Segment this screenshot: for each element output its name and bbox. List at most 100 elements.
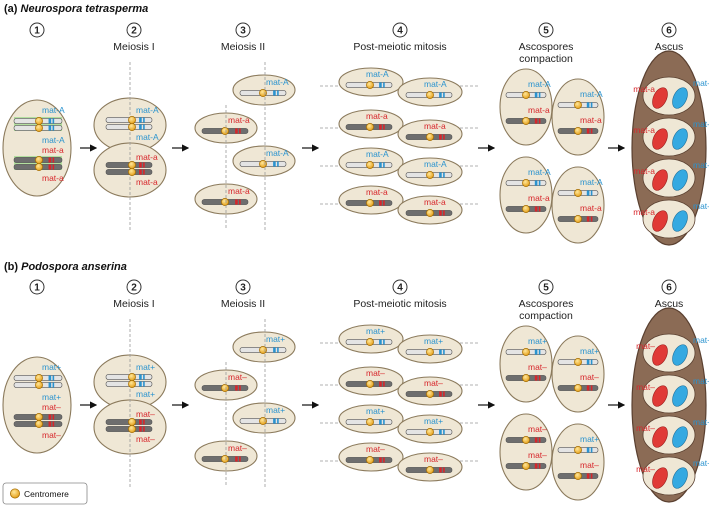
step-number-circle [29, 279, 45, 295]
mat-locus-band [277, 161, 279, 167]
chromosome [105, 373, 153, 381]
mating-type-label: mat– [366, 368, 385, 378]
red-spore [652, 210, 668, 232]
centromere [426, 348, 434, 356]
centromere [35, 117, 43, 125]
mating-type-label: mat+ [528, 336, 547, 346]
step-number-circle [661, 22, 677, 38]
mat-locus-band [139, 426, 142, 432]
mating-type-label: mat– [228, 443, 247, 453]
step-number: 6 [666, 26, 672, 37]
chromosome [239, 346, 287, 354]
mat-locus-band [379, 419, 382, 425]
centromere [522, 117, 530, 125]
mating-type-label: mat+ [136, 389, 155, 399]
mating-type-label: mat-a [580, 203, 602, 213]
mat-locus-band [235, 456, 238, 462]
centromere [259, 346, 267, 354]
mat-locus-band [48, 382, 52, 388]
mating-type-label: mat-a [528, 193, 550, 203]
centromere [574, 215, 582, 223]
centromere [366, 161, 374, 169]
step-1: 1 [29, 279, 45, 295]
step-number: 3 [240, 283, 246, 294]
centromere [35, 156, 43, 164]
step-number-circle [661, 279, 677, 295]
compaction-cell [499, 325, 553, 403]
stage-2: mat+mat+mat–mat– [93, 319, 167, 487]
mat-locus-band [143, 374, 145, 380]
centromere [366, 380, 374, 388]
centromere [259, 160, 267, 168]
mat-locus-band [443, 467, 445, 473]
mat-locus-band [586, 473, 590, 479]
mating-type-label: mat-A [528, 167, 551, 177]
blue-spore [672, 128, 688, 150]
mat-locus-band [439, 134, 442, 140]
centromere [426, 428, 434, 436]
mating-type-label: mat– [136, 409, 155, 419]
mating-type-label: mat-A [424, 159, 447, 169]
chromosome [505, 179, 547, 187]
chromosome [345, 380, 393, 388]
chromosome [557, 384, 599, 392]
mat-locus-band [143, 169, 145, 175]
mat-locus-band [48, 118, 52, 124]
mat-locus-band [139, 419, 142, 425]
step-label: Meiosis II [221, 298, 265, 310]
step-number: 1 [34, 283, 40, 294]
mat-locus-band [52, 414, 55, 420]
stage-3: mat+mat–mat+mat– [194, 319, 296, 487]
centromere [574, 358, 582, 366]
centromere [128, 418, 136, 426]
mat-locus-band [586, 359, 590, 365]
mat-locus-band [538, 180, 541, 186]
mating-type-label: mat– [580, 372, 599, 382]
chromosome [505, 348, 547, 356]
mat-locus-band [139, 117, 142, 123]
mat-locus-band [52, 157, 55, 163]
mat-locus-band [48, 164, 52, 170]
mat-locus-band [143, 162, 145, 168]
mating-type-label: mat+ [424, 336, 443, 346]
centromere [128, 116, 136, 124]
mating-type-label: mat+ [693, 458, 709, 468]
chromosome [345, 161, 393, 169]
step-label: Post-meiotic mitosis [353, 41, 446, 53]
mat-locus-band [439, 391, 442, 397]
mat-locus-band [439, 210, 442, 216]
centromere [522, 348, 530, 356]
step-number: 4 [397, 283, 403, 294]
mating-type-label: mat– [636, 464, 655, 474]
compaction-cell [551, 78, 605, 156]
red-spore [652, 128, 668, 150]
mat-locus-band [379, 124, 382, 130]
mating-type-label: mat+ [366, 326, 385, 336]
step-number: 5 [543, 283, 549, 294]
mat-locus-band [379, 457, 382, 463]
chromosome [13, 374, 63, 382]
mat-locus-band [586, 216, 590, 222]
mat-locus-band [439, 467, 442, 473]
stage-6: mat–mat+mat–mat+mat–mat+mat–mat+ [631, 307, 709, 503]
mating-type-label: mat-a [633, 166, 655, 176]
step-label: Meiosis II [221, 41, 265, 53]
centromere [574, 472, 582, 480]
mat-locus-band [235, 385, 238, 391]
mat-locus-band [586, 128, 590, 134]
step-label: Post-meiotic mitosis [353, 298, 446, 310]
red-spore [652, 169, 668, 191]
centromere [366, 338, 374, 346]
centromere [366, 456, 374, 464]
mat-locus-band [143, 117, 145, 123]
mat-locus-band [534, 118, 538, 124]
step-label: Meiosis I [113, 41, 154, 53]
mat-locus-band [538, 437, 541, 443]
chromosome [405, 466, 453, 474]
mat-locus-band [139, 124, 142, 130]
blue-spore [672, 344, 688, 366]
mat-locus-band [586, 447, 590, 453]
